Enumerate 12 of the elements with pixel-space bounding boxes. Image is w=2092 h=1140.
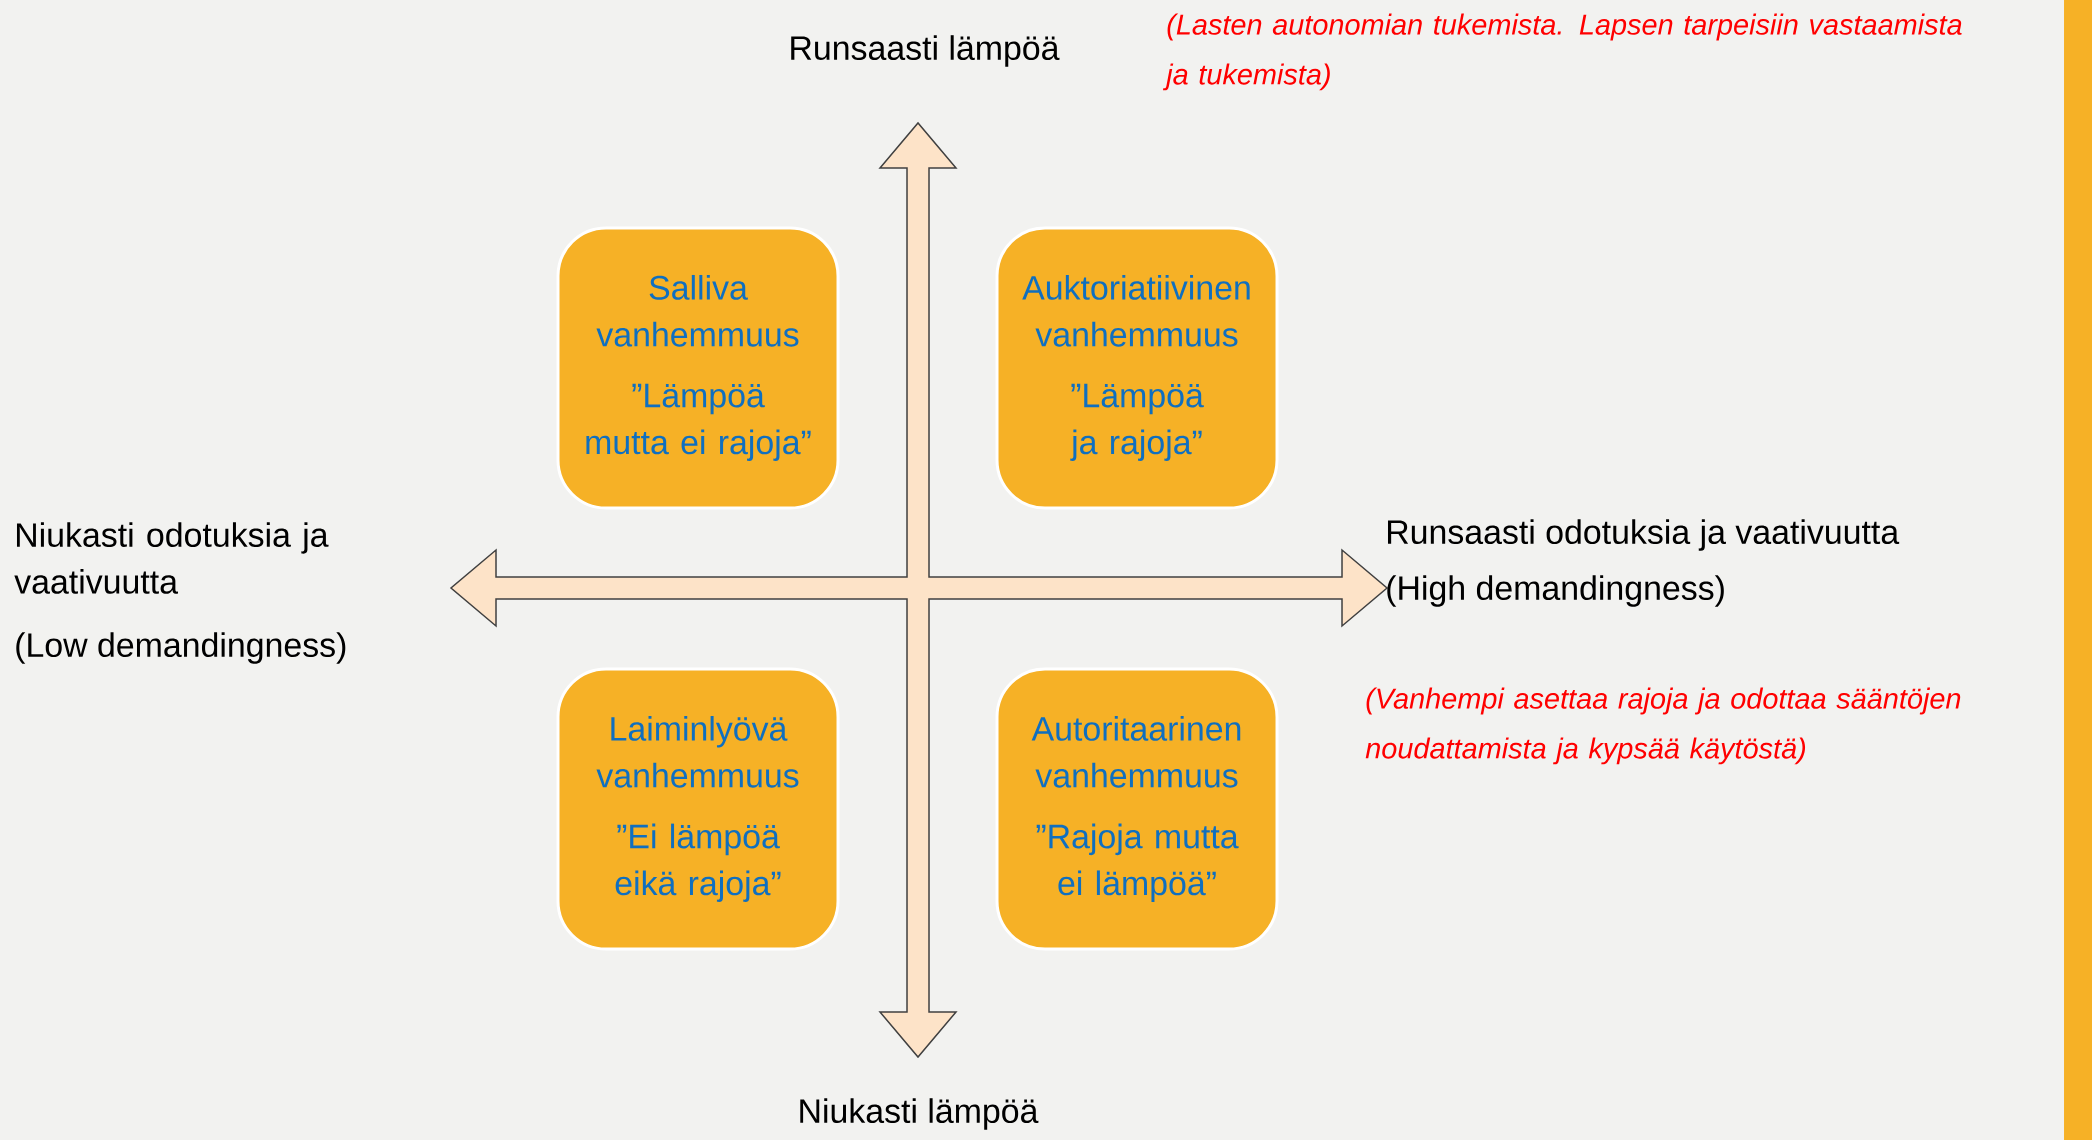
axis-label: (High demandingness) (1387, 575, 1724, 607)
axis-label: Runsaasti odotuksia ja vaativuutta (1388, 519, 1900, 551)
axis-label: (Low demandingness) (16, 632, 346, 664)
quadrant-box: Salliva vanhemmuus ”Lämpöä mutta ei rajoja” (556, 226, 840, 510)
quadrant-box: Laiminlyövä vanhemmuus ”Ei lämpöä eikä rajoja” (556, 667, 840, 951)
axis-label: Runsaasti lämpöä (791, 35, 1060, 67)
quadrant-box: Auktoriatiivinen vanhemmuus ”Lämpöä ja rajoja” (995, 226, 1279, 510)
axis-label: Niukasti odotuksia ja vaativuutta (14, 522, 329, 594)
axis-label: Niukasti lämpöä (800, 1098, 1039, 1130)
note-text: (Lasten autonomian tukemista. Lapsen tarpeisiin vastaamista ja tukemista) (1163, 13, 1962, 91)
note-text: (Vanhempi asettaa rajoja ja odottaa sääntöjen noudattamista ja kypsää käytöstä) (1365, 687, 1961, 765)
quadrant-box: Autoritaarinen vanhemmuus ”Rajoja mutta ei lämpöä” (995, 667, 1279, 951)
